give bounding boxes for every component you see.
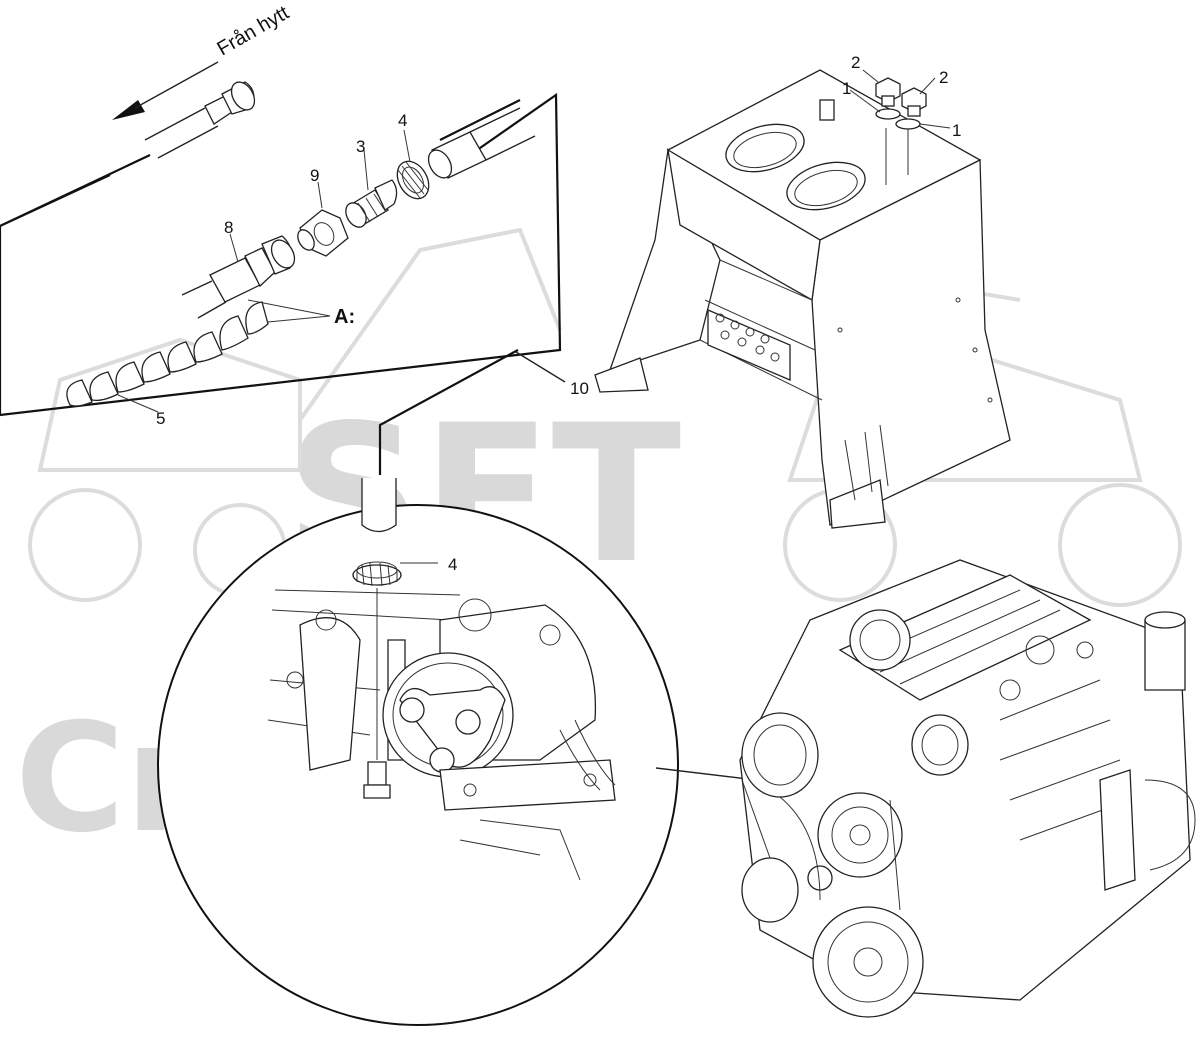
engine-assembly bbox=[739, 559, 1196, 1018]
callout-9: 9 bbox=[310, 166, 319, 185]
part-9-nut bbox=[297, 181, 349, 257]
part-5-spiral-guard bbox=[66, 301, 269, 413]
arrow-head-icon bbox=[112, 100, 145, 120]
detail-circle: 4 bbox=[157, 478, 679, 1026]
leader-A bbox=[247, 299, 331, 323]
callout-1-right: 1 bbox=[952, 121, 961, 140]
callout-4-detail: 4 bbox=[448, 555, 457, 574]
callout-labels-top: 4 3 9 8 A: 5 10 bbox=[156, 111, 589, 428]
callout-labels-frame: 2 2 1 1 bbox=[842, 53, 961, 140]
connector-pipe bbox=[378, 349, 519, 475]
chassis-frame bbox=[594, 69, 1011, 529]
part-10-tube bbox=[427, 107, 536, 179]
detail-frame bbox=[0, 92, 562, 417]
callout-10: 10 bbox=[570, 379, 589, 398]
callout-2-right: 2 bbox=[939, 68, 948, 87]
leader-10 bbox=[515, 351, 566, 383]
direction-label: Från hytt bbox=[214, 2, 294, 61]
callout-2-left: 2 bbox=[851, 53, 860, 72]
part-8-hose-fitting bbox=[181, 233, 296, 319]
callout-5: 5 bbox=[156, 409, 165, 428]
callout-3: 3 bbox=[356, 137, 365, 156]
direction-arrow: Från hytt bbox=[112, 2, 293, 120]
parts-1-2-bolts bbox=[849, 69, 951, 130]
callout-1-left: 1 bbox=[842, 79, 851, 98]
callout-4-top: 4 bbox=[398, 111, 407, 130]
ac-compressor-detail bbox=[382, 598, 597, 778]
part-4-clamp bbox=[396, 129, 430, 200]
callout-A: A: bbox=[334, 306, 355, 328]
hose-from-cabin bbox=[144, 81, 256, 159]
callout-8: 8 bbox=[224, 218, 233, 237]
part-3-nipple bbox=[345, 149, 398, 228]
